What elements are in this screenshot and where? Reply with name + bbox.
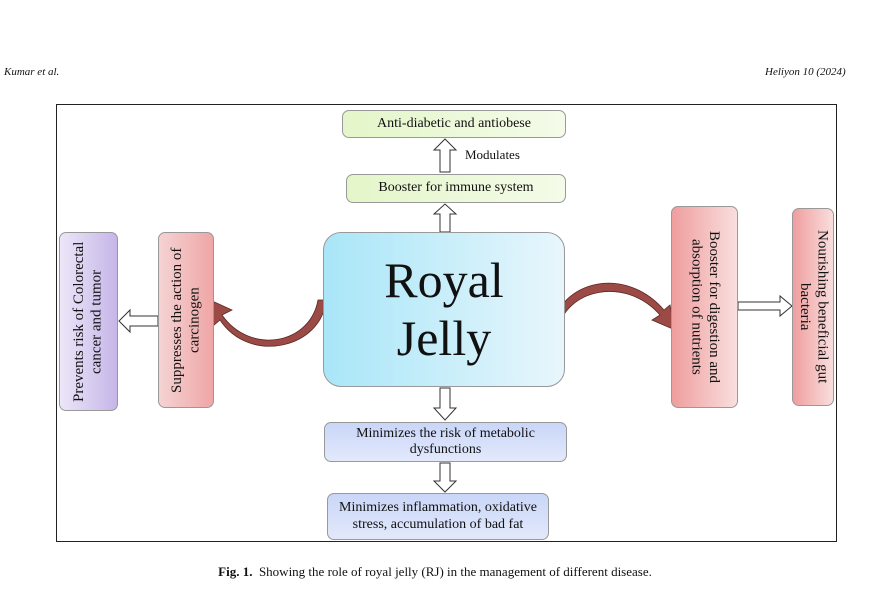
anti-diabetic-box: Anti-diabetic and antiobese xyxy=(342,110,566,138)
colorectal-cancer-box: Prevents risk of Colorectal cancer and t… xyxy=(59,232,118,411)
caption-label: Fig. 1. xyxy=(218,564,253,579)
royal-jelly-box: Royal Jelly xyxy=(323,232,565,387)
caption-text: Showing the role of royal jelly (RJ) in … xyxy=(258,564,652,579)
suppresses-carcinogen-box: Suppresses the action of carcinogen xyxy=(158,232,214,408)
up-arrow-immune xyxy=(432,203,458,233)
right-outer-text: Nourishing beneficial gut bacteria xyxy=(797,230,831,384)
up-arrow-top xyxy=(432,138,458,173)
right-hollow-arrow xyxy=(737,294,793,318)
left-inner-text: Suppresses the action of carcinogen xyxy=(168,247,202,393)
center-line1: Royal xyxy=(384,252,504,308)
running-header-authors: Kumar et al. xyxy=(4,66,60,78)
left-hollow-arrow xyxy=(118,308,159,334)
inflammation-box: Minimizes inflammation, oxidative stress… xyxy=(327,493,549,540)
down-arrow-bottom xyxy=(432,462,458,493)
center-line2: Jelly xyxy=(396,309,492,366)
digestion-booster-box: Booster for digestion and absorption of … xyxy=(671,206,738,408)
immune-booster-box: Booster for immune system xyxy=(346,174,566,203)
metabolic-dysfunction-box: Minimizes the risk of metabolic dysfunct… xyxy=(324,422,567,462)
gut-bacteria-box: Nourishing beneficial gut bacteria xyxy=(792,208,834,406)
left-outer-text: Prevents risk of Colorectal cancer and t… xyxy=(71,241,105,402)
figure-frame xyxy=(56,104,837,542)
figure-caption: Fig. 1. Showing the role of royal jelly … xyxy=(0,564,870,580)
down-arrow-center xyxy=(432,387,458,421)
curved-arrow-right xyxy=(550,282,676,331)
modulates-label: Modulates xyxy=(465,147,520,162)
curved-arrow-left xyxy=(209,299,327,347)
running-header-journal: Heliyon 10 (2024) xyxy=(765,66,846,78)
right-inner-text: Booster for digestion and absorption of … xyxy=(688,230,722,384)
